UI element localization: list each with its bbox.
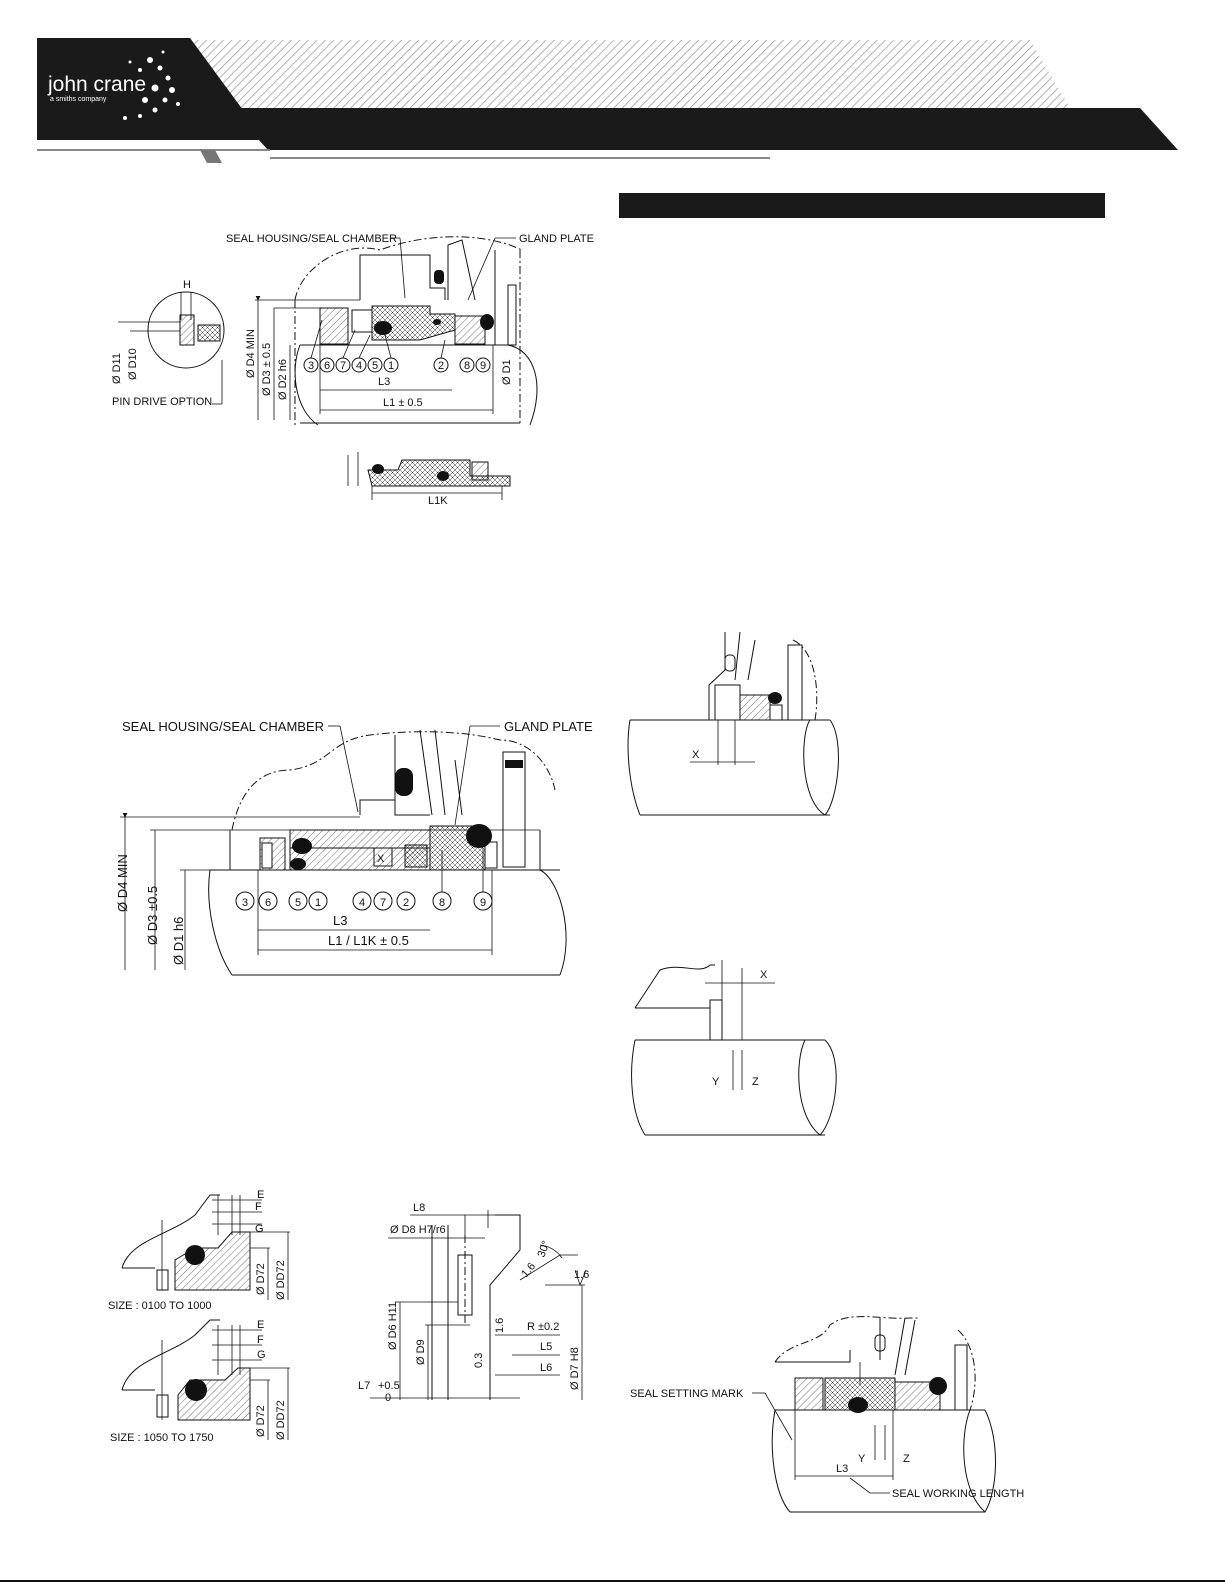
part-number: 3 [308, 360, 314, 372]
dim-d11-label: Ø D11 [111, 353, 123, 384]
dim-f-label: F [255, 1201, 262, 1213]
dim-d10-label: Ø D10 [127, 348, 139, 380]
dim-l1k-label: L1K [428, 495, 448, 507]
part-number: 9 [480, 360, 486, 372]
part-number: 7 [380, 897, 386, 909]
svg-text:X: X [377, 853, 385, 865]
dim-d1-label: Ø D1 h6 [171, 917, 186, 965]
roughness-label: 1.6 [494, 1318, 506, 1333]
dim-l3-label: L3 [378, 376, 390, 388]
part-number: 4 [359, 897, 365, 909]
dim-l1-label: L1 / L1K ± 0.5 [328, 933, 409, 948]
dim-d2-label: Ø D2 h6 [277, 359, 289, 400]
dim-l5-label: L5 [540, 1341, 552, 1353]
dim-l6-label: L6 [540, 1362, 552, 1374]
dim-z-label: Z [752, 1076, 759, 1088]
logo-panel [37, 38, 265, 140]
dim-l8-label: L8 [413, 1202, 425, 1214]
diagram-4-setting: X Y Z [631, 960, 837, 1136]
diagram-1-seal-assembly: H Ø D11 Ø D10 PIN DRIVE OPTION 3 6 7 [111, 233, 594, 507]
stripe-band [190, 40, 1070, 108]
dim-d3-label: Ø D3 ± 0.5 [261, 343, 273, 396]
seal-working-length-label: SEAL WORKING LENGTH [892, 1488, 1024, 1500]
size-range-1-label: SIZE : 0100 TO 1000 [108, 1300, 212, 1312]
dim-d4-label: Ø D4 MIN [245, 329, 257, 378]
pin-drive-label: PIN DRIVE OPTION [112, 396, 212, 408]
logo-subtext: a smiths company [50, 96, 107, 103]
part-number: 4 [356, 360, 362, 372]
part-number: 7 [340, 360, 346, 372]
diagram-3-setting: X [627, 631, 839, 816]
dim-d72-label: Ø D72 [255, 1263, 267, 1295]
part-number: 8 [464, 360, 470, 372]
dim-d7-label: Ø D7 H8 [569, 1347, 581, 1390]
section-title-bar [619, 193, 1105, 218]
roughness-label: 1.6 [574, 1269, 589, 1281]
diagram-6-housing-detail: L8 Ø D8 H7/r6 Ø D6 H11 Ø D9 0.3 1.6 1.6 … [358, 1202, 589, 1404]
part-number: 2 [403, 897, 409, 909]
dim-d1-label: Ø D1 [501, 359, 513, 385]
size-range-2-label: SIZE : 1050 TO 1750 [110, 1432, 214, 1444]
part-number: 1 [388, 360, 394, 372]
diagram-7-working-length: Y Z L3 SEAL SETTING MARK SEAL WORKING LE… [630, 1316, 1024, 1513]
dim-dd72-label: Ø DD72 [275, 1400, 287, 1440]
logo-dots-icon [123, 50, 180, 120]
dim-l7-tol: +0.5 [378, 1380, 400, 1392]
dim-l3-label: L3 [836, 1463, 848, 1475]
dim-x-label: X [692, 749, 700, 761]
diagram-5-gland-detail: E F G Ø D72 Ø DD72 SIZE : 0100 TO 1000 E… [108, 1189, 290, 1444]
header-band: john crane a smiths company [37, 38, 1178, 163]
dim-03-label: 0.3 [473, 1353, 485, 1368]
part-number: 9 [480, 897, 486, 909]
dim-g-label: G [255, 1223, 264, 1235]
part-number: 2 [438, 360, 444, 372]
part-number: 5 [372, 360, 378, 372]
dim-y-label: Y [712, 1076, 720, 1088]
part-number: 6 [324, 360, 330, 372]
dim-y-label: Y [858, 1453, 866, 1465]
dim-h-label: H [183, 279, 191, 291]
dim-g-label: G [257, 1349, 266, 1361]
dim-z-label: Z [903, 1453, 910, 1465]
dim-d9-label: Ø D9 [415, 1339, 427, 1365]
dim-l1-label: L1 ± 0.5 [383, 397, 423, 409]
dim-l7-tol2: 0 [385, 1392, 391, 1404]
dim-d6-label: Ø D6 H11 [387, 1302, 399, 1350]
roughness-label: 1.6 [519, 1260, 538, 1279]
footer-rule [0, 1580, 1225, 1582]
gland-plate-label: GLAND PLATE [519, 233, 594, 245]
seal-setting-mark-label: SEAL SETTING MARK [630, 1388, 744, 1400]
part-number: 5 [295, 897, 301, 909]
dim-d72-label: Ø D72 [255, 1405, 267, 1437]
header-bar [230, 108, 1178, 150]
part-number: 3 [242, 897, 248, 909]
seal-housing-label: SEAL HOUSING/SEAL CHAMBER [122, 719, 324, 734]
dim-dd72-label: Ø DD72 [275, 1260, 287, 1300]
part-number: 6 [265, 897, 271, 909]
dim-d8-label: Ø D8 H7/r6 [390, 1224, 446, 1236]
part-number: 1 [315, 897, 321, 909]
dim-l3-label: L3 [333, 913, 347, 928]
diagram-2-seal-assembly: X 3 6 5 1 4 7 2 8 9 Ø D4 MIN Ø D3 ±0.5 Ø… [115, 719, 593, 976]
dim-r-label: R ±0.2 [527, 1321, 559, 1333]
dim-e-label: E [257, 1189, 264, 1201]
dim-d4-label: Ø D4 MIN [115, 854, 130, 912]
dim-l7-label: L7 [358, 1380, 370, 1392]
dim-e-label: E [257, 1319, 264, 1331]
dim-d3-label: Ø D3 ±0.5 [145, 886, 160, 945]
part-number: 8 [439, 897, 445, 909]
logo-text: john crane [47, 73, 146, 96]
gland-plate-label: GLAND PLATE [504, 719, 593, 734]
dim-f-label: F [257, 1334, 264, 1346]
dim-x-label: X [760, 969, 768, 981]
seal-housing-label: SEAL HOUSING/SEAL CHAMBER [226, 233, 397, 245]
angle-label: 30° [536, 1239, 553, 1259]
